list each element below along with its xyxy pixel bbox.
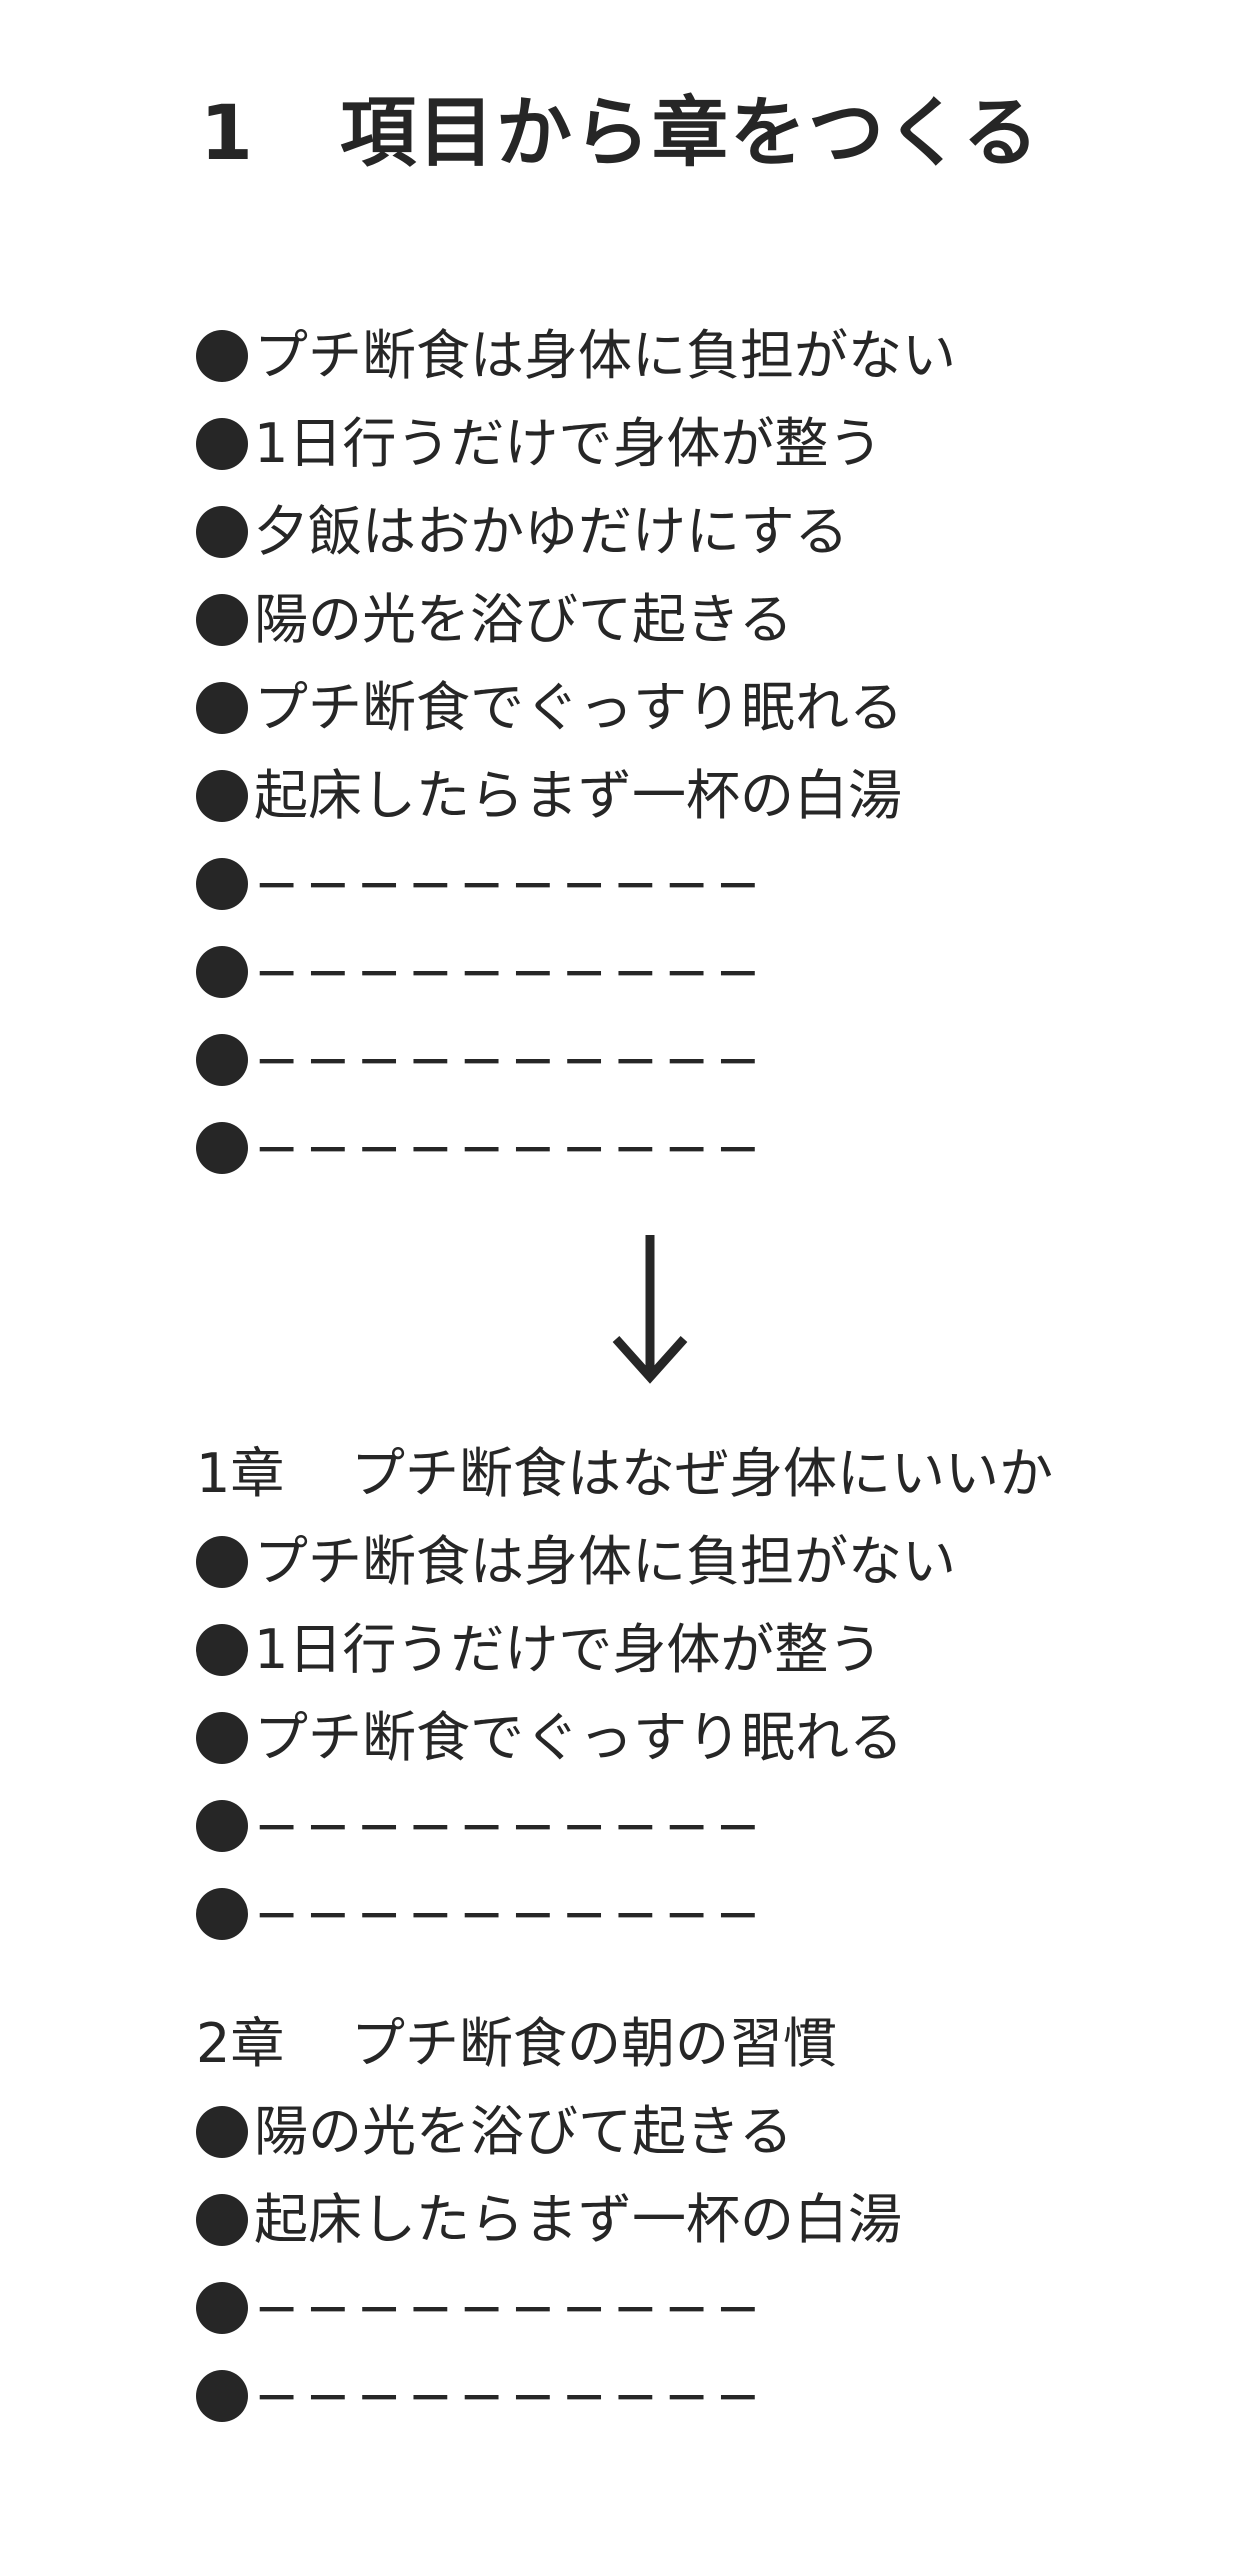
- list-item: プチ断食は身体に負担がない: [196, 312, 956, 400]
- list-item-placeholder: −−−−−−−−−−: [196, 2264, 902, 2352]
- list-item-placeholder: −−−−−−−−−−: [196, 840, 956, 928]
- list-item: プチ断食でぐっすり眠れる: [196, 664, 956, 752]
- bullet-icon: [196, 418, 248, 470]
- chapter-number: 2章: [196, 2012, 285, 2075]
- chapter-title: プチ断食はなぜ身体にいいか: [351, 1442, 1053, 1505]
- list-item-placeholder: −−−−−−−−−−: [196, 1016, 956, 1104]
- bullet-icon: [196, 1624, 248, 1676]
- bullet-icon: [196, 1536, 248, 1588]
- list-item: プチ断食は身体に負担がない: [196, 1518, 956, 1606]
- bullet-icon: [196, 594, 248, 646]
- item-list: プチ断食は身体に負担がない 1日行うだけで身体が整う 夕飯はおかゆだけにする 陽…: [196, 312, 956, 1192]
- bullet-icon: [196, 770, 248, 822]
- bullet-icon: [196, 330, 248, 382]
- list-item: 1日行うだけで身体が整う: [196, 1606, 956, 1694]
- list-item-placeholder: −−−−−−−−−−: [196, 1104, 956, 1192]
- list-item: 起床したらまず一杯の白湯: [196, 752, 956, 840]
- list-item-placeholder: −−−−−−−−−−: [196, 2352, 902, 2440]
- chapter-number: 1章: [196, 1442, 285, 1505]
- bullet-icon: [196, 946, 248, 998]
- chapter-title: プチ断食の朝の習慣: [351, 2012, 837, 2075]
- bullet-icon: [196, 1888, 248, 1940]
- chapter-item-list: プチ断食は身体に負担がない 1日行うだけで身体が整う プチ断食でぐっすり眠れる …: [196, 1518, 956, 1958]
- bullet-icon: [196, 1800, 248, 1852]
- list-item-placeholder: −−−−−−−−−−: [196, 1782, 956, 1870]
- bullet-icon: [196, 2106, 248, 2158]
- bullet-icon: [196, 1034, 248, 1086]
- list-item: 陽の光を浴びて起きる: [196, 576, 956, 664]
- chapter-heading: 1章 プチ断食はなぜ身体にいいか: [196, 1430, 1053, 1518]
- bullet-icon: [196, 1122, 248, 1174]
- bullet-icon: [196, 506, 248, 558]
- list-item: プチ断食でぐっすり眠れる: [196, 1694, 956, 1782]
- list-item: 陽の光を浴びて起きる: [196, 2088, 902, 2176]
- list-item: 1日行うだけで身体が整う: [196, 400, 956, 488]
- section-title-text: 項目から章をつくる: [340, 88, 1041, 177]
- arrow-down-icon: [612, 1235, 688, 1384]
- bullet-icon: [196, 858, 248, 910]
- section-number: 1: [200, 88, 255, 177]
- chapter-heading: 2章 プチ断食の朝の習慣: [196, 2000, 837, 2088]
- list-item-placeholder: −−−−−−−−−−: [196, 928, 956, 1016]
- list-item: 起床したらまず一杯の白湯: [196, 2176, 902, 2264]
- chapter-item-list: 陽の光を浴びて起きる 起床したらまず一杯の白湯 −−−−−−−−−− −−−−−…: [196, 2088, 902, 2440]
- bullet-icon: [196, 682, 248, 734]
- bullet-icon: [196, 2282, 248, 2334]
- bullet-icon: [196, 2370, 248, 2422]
- bullet-icon: [196, 1712, 248, 1764]
- list-item: 夕飯はおかゆだけにする: [196, 488, 956, 576]
- list-item-placeholder: −−−−−−−−−−: [196, 1870, 956, 1958]
- bullet-icon: [196, 2194, 248, 2246]
